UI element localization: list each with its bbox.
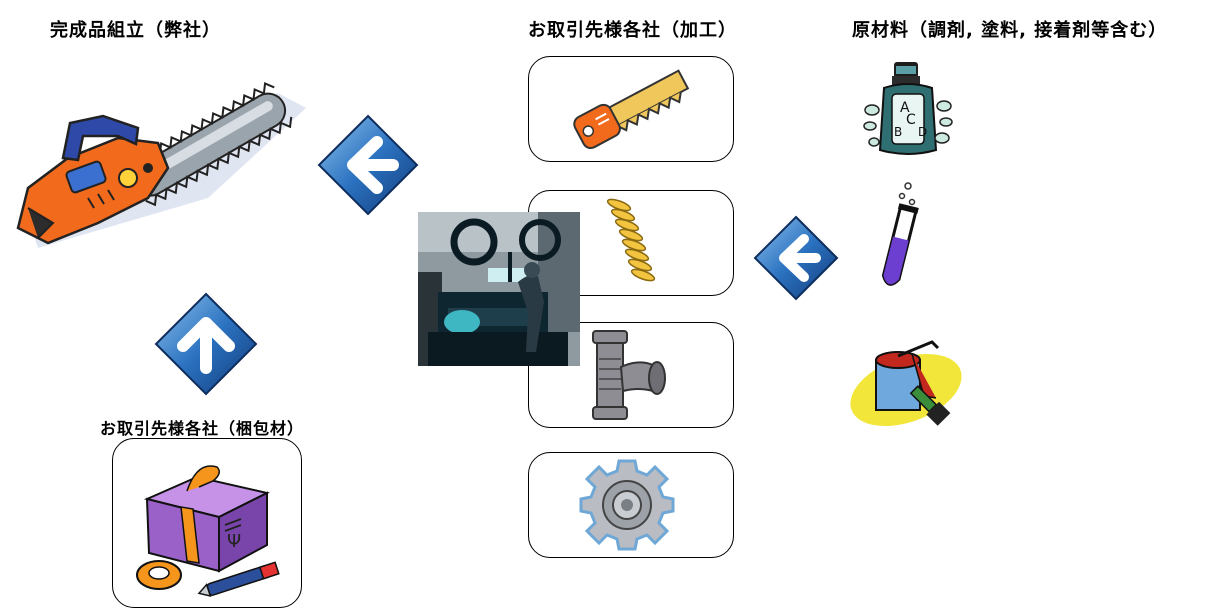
factory-worker-photo <box>418 212 580 366</box>
bottle-letter-c: C <box>906 112 916 128</box>
bottle-letter-d: D <box>918 125 927 139</box>
pipe-tee-icon <box>583 329 683 423</box>
label-raw-materials: 原材料（調剤, 塗料, 接着剤等含む） <box>852 20 1168 41</box>
key-icon <box>567 63 697 155</box>
box-gear <box>528 452 734 558</box>
box-key <box>528 56 734 162</box>
label-partners-processing: お取引先様各社（加工） <box>528 20 737 41</box>
svg-text:Ψ: Ψ <box>227 531 241 552</box>
box-package: Ψ <box>112 438 302 608</box>
chainsaw-icon <box>8 48 308 258</box>
paint-can-icon <box>846 336 966 432</box>
test-tube-icon <box>872 180 922 296</box>
chemical-bottle-icon: A C B D <box>862 58 954 162</box>
bottle-letter-b: B <box>894 125 902 139</box>
bottle-letter-a: A <box>900 100 910 116</box>
arrow-up-icon <box>152 290 260 398</box>
arrow-left-icon <box>752 214 840 302</box>
gear-icon <box>577 457 677 553</box>
package-icon: Ψ <box>127 451 287 601</box>
arrow-left-icon <box>315 112 421 218</box>
label-finished-assembly: 完成品組立（弊社） <box>50 20 221 41</box>
spring-icon <box>601 195 661 291</box>
label-partners-packaging: お取引先様各社（梱包材） <box>100 419 305 438</box>
